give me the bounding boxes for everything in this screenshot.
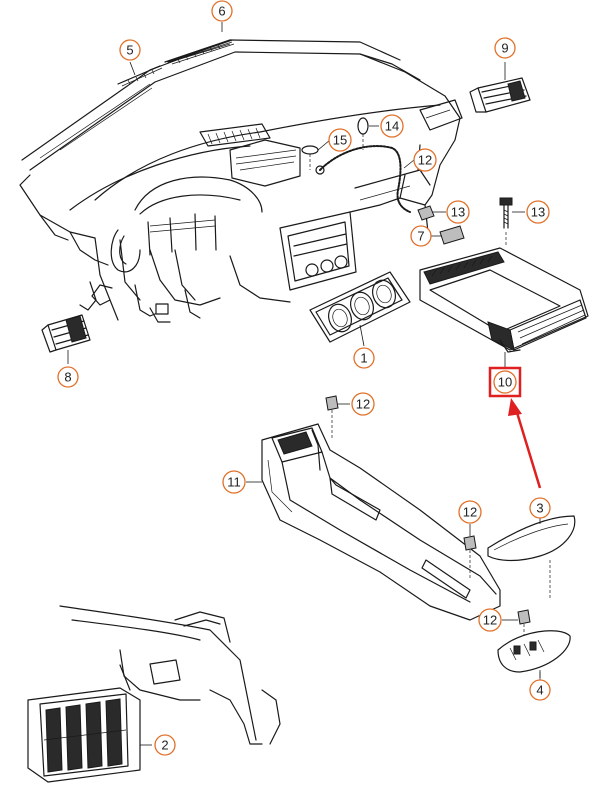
clip-part-15 xyxy=(417,205,435,221)
air-vent-left xyxy=(41,314,91,353)
callout-label-3: 3 xyxy=(536,501,543,516)
end-cap-4 xyxy=(497,630,571,684)
callout-12-middle: 12 xyxy=(458,500,482,524)
callout-16: 14 xyxy=(380,114,404,138)
callout-8: 8 xyxy=(57,366,79,388)
callout-label-8: 8 xyxy=(64,370,71,385)
callout-label-13: 13 xyxy=(531,205,545,220)
grommet-16 xyxy=(357,117,369,150)
nut-12-top xyxy=(325,395,339,440)
defrost-grille-left xyxy=(117,65,163,87)
callout-5: 5 xyxy=(119,39,141,61)
defrost-vent-strip xyxy=(164,39,235,65)
highlight-arrow xyxy=(508,398,542,489)
callout-12-bottom: 12 xyxy=(478,608,502,632)
callout-label-16: 14 xyxy=(385,119,399,134)
nut-12-middle xyxy=(463,535,477,580)
callout-6: 6 xyxy=(211,0,233,22)
cable-14 xyxy=(315,145,411,213)
dashboard-panel xyxy=(19,39,463,323)
air-outlet-2 xyxy=(27,687,141,783)
lower-cutaway-view xyxy=(59,605,281,745)
center-vent-housing xyxy=(419,247,589,353)
callout-label-12-middle: 12 xyxy=(463,505,477,520)
callout-label-11: 11 xyxy=(227,475,241,490)
callout-11: 11 xyxy=(222,470,246,494)
callout-14: 12 xyxy=(413,148,437,172)
callout-label-14: 12 xyxy=(418,153,432,168)
callout-13: 13 xyxy=(526,200,550,224)
callout-label-9: 9 xyxy=(501,41,508,56)
callout-label-1: 1 xyxy=(360,351,367,366)
nut-12-bottom xyxy=(517,609,531,640)
callout-label-15: 13 xyxy=(451,205,465,220)
callout-label-10: 10 xyxy=(498,375,512,390)
callout-label-2: 2 xyxy=(161,738,168,753)
switch-trim-panel xyxy=(309,271,411,343)
cap-17 xyxy=(301,145,319,170)
callout-label-17: 15 xyxy=(333,133,347,148)
callout-2: 2 xyxy=(154,734,176,756)
callout-label-4: 4 xyxy=(536,683,543,698)
callout-12-top: 12 xyxy=(351,392,375,416)
callout-3: 3 xyxy=(529,497,551,519)
leader-lines xyxy=(67,22,541,746)
callout-label-7: 7 xyxy=(417,229,424,244)
air-vent-right xyxy=(469,77,531,113)
callout-17: 15 xyxy=(328,128,352,152)
trim-cover-3 xyxy=(487,515,576,600)
callout-label-6: 6 xyxy=(218,4,225,19)
callout-10: 10 xyxy=(488,366,522,398)
callout-7: 7 xyxy=(410,225,432,247)
center-console xyxy=(261,423,501,621)
callout-label-5: 5 xyxy=(126,43,133,58)
callout-label-12-bottom: 12 xyxy=(483,613,497,628)
callout-1: 1 xyxy=(353,347,375,369)
screw-13 xyxy=(499,197,513,246)
callout-4: 4 xyxy=(529,679,551,701)
callout-label-12-top: 12 xyxy=(356,397,370,412)
callout-15: 13 xyxy=(446,200,470,224)
callout-9: 9 xyxy=(494,37,516,59)
clip-part-7 xyxy=(439,225,465,245)
